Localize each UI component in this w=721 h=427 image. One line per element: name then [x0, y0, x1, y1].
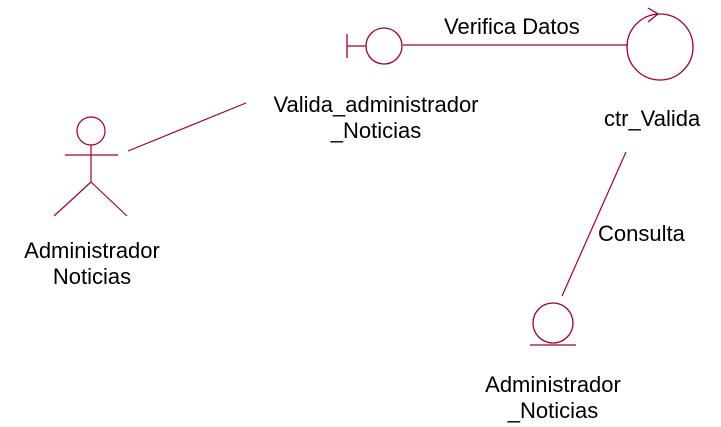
connection-label-consulta: Consulta: [598, 221, 685, 246]
entity-icon[interactable]: [530, 302, 576, 346]
connector-control-entity: [561, 151, 627, 297]
connection-label-verifica-datos: Verifica Datos: [444, 14, 580, 39]
boundary-label-line1: Valida_administrador: [273, 92, 479, 117]
boundary-label-line2: _Noticias: [330, 118, 422, 143]
boundary-label: Valida_administrador _Noticias: [248, 92, 504, 144]
entity-label-line1: Administrador: [485, 372, 621, 397]
entity-label-line2: _Noticias: [507, 398, 599, 423]
control-icon[interactable]: [626, 7, 694, 81]
entity-label: Administrador _Noticias: [465, 372, 641, 424]
actor-label: Administrador Noticias: [4, 238, 180, 290]
connector-actor-boundary: [127, 102, 247, 152]
actor-label-line1: Administrador: [24, 238, 160, 263]
boundary-icon[interactable]: [346, 27, 403, 65]
actor-icon[interactable]: [53, 116, 128, 217]
actor-label-line2: Noticias: [52, 264, 132, 289]
control-label: ctr_Valida: [604, 106, 701, 131]
